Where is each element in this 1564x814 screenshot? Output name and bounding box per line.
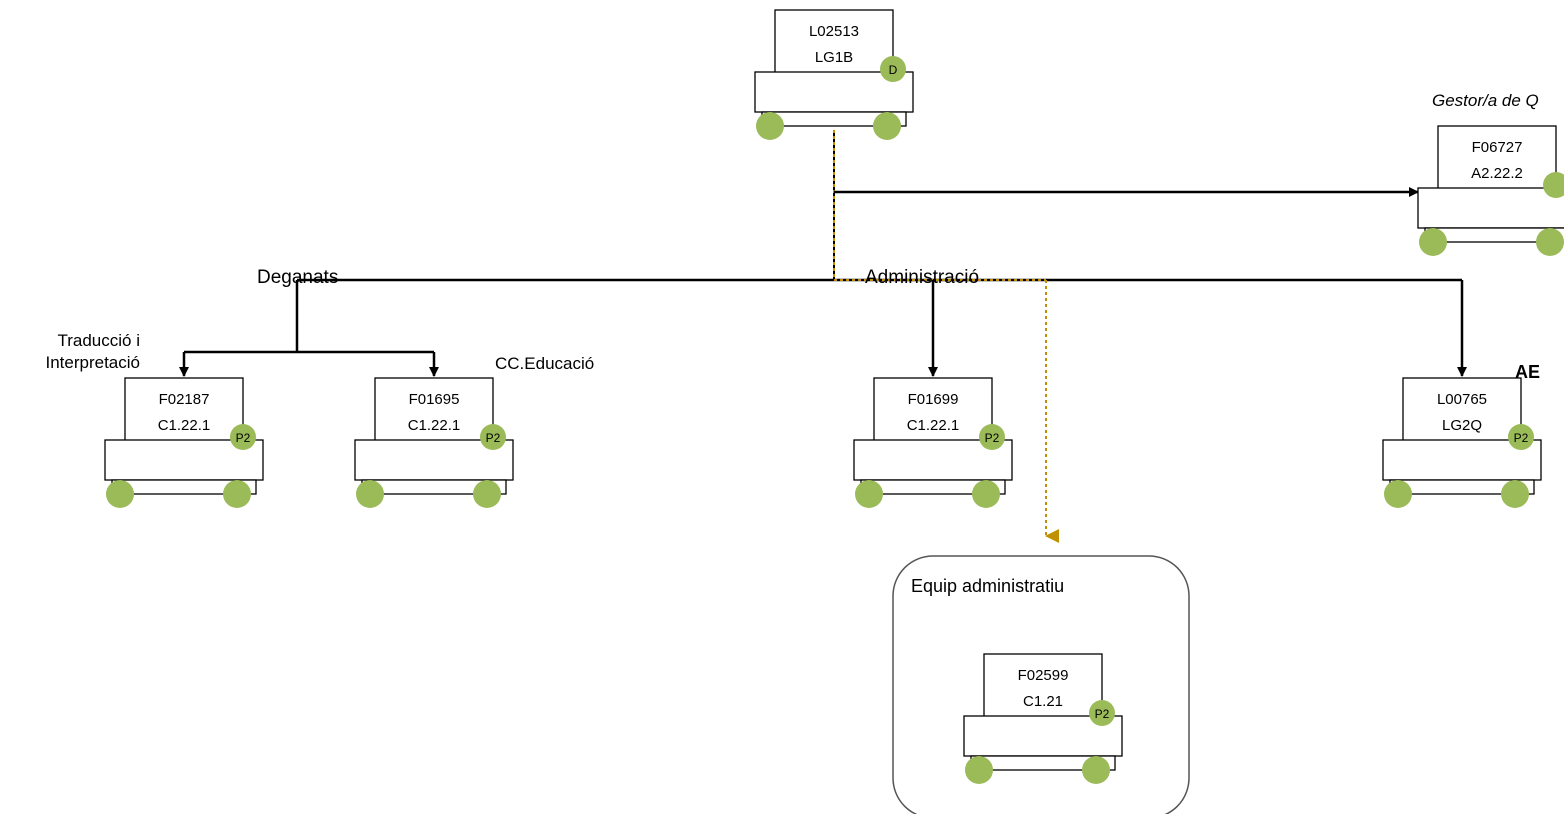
node-left-circle-ae [1384,480,1412,508]
label-gestor: Gestor/a de Q [1432,91,1539,110]
node-left-circle-trad [106,480,134,508]
label-traduccio-line1: Traducció i [57,331,140,350]
connectors [179,130,1467,543]
node-card-equip [983,653,1103,719]
node-badge-educ: P2 [486,431,501,445]
node-grade-equip: C1.21 [1023,693,1063,710]
node-card-ae [1402,377,1522,443]
node-badge-circle-educ [480,424,506,450]
node-right-circle-trad [223,480,251,508]
node-left-circle-educ [356,480,384,508]
equip-container [892,555,1190,814]
node-code-trad: F02187 [159,391,210,408]
node-code-gestor: F06727 [1472,139,1523,156]
node-left-circle-root [756,112,784,140]
node-badge-circle-trad [230,424,256,450]
node-tray-gestor [1417,187,1564,229]
node-badge-circle-equip [1089,700,1115,726]
label-ae: AE [1515,362,1541,382]
node-right-circle-admin [972,480,1000,508]
node-badge-root: D [889,63,898,77]
node-card-root [774,9,894,75]
node-badge-admin: P2 [985,431,1000,445]
label-deganats: Deganats [257,267,339,288]
node-card-admin [873,377,993,443]
node-badge-circle-ae [1508,424,1534,450]
node-badge-circle-root [880,56,906,82]
node-badge-trad: P2 [236,431,251,445]
label-cc-educacio: CC.Educació [495,354,595,373]
node-code-equip: F02599 [1018,667,1069,684]
node-code-educ: F01695 [409,391,460,408]
node-grade-gestor: A2.22.2 [1471,165,1523,182]
node-right-circle-ae [1501,480,1529,508]
node-card-educ [374,377,494,443]
node-badge-circle-gestor [1543,172,1564,198]
node-left-circle-admin [855,480,883,508]
node-left-circle-gestor [1419,228,1447,256]
node-code-root: L02513 [809,23,859,40]
label-traduccio: Traducció i Interpretació [0,330,141,374]
node-badge-equip: P2 [1095,707,1110,721]
node-right-circle-educ [473,480,501,508]
node-grade-trad: C1.22.1 [158,417,211,434]
label-administracio: Administració [865,267,980,288]
node-code-admin: F01699 [908,391,959,408]
node-code-ae: L00765 [1437,391,1487,408]
node-badge-circle-admin [979,424,1005,450]
node-right-circle-root [873,112,901,140]
node-grade-ae: LG2Q [1442,417,1482,434]
label-traduccio-line2: Interpretació [45,353,141,372]
node-card-gestor [1437,125,1557,191]
node-grade-educ: C1.22.1 [408,417,461,434]
label-equip-administratiu: Equip administratiu [911,576,1065,596]
node-grade-root: LG1B [815,49,853,66]
node-left-circle-equip [965,756,993,784]
node-grade-admin: C1.22.1 [907,417,960,434]
node-badge-ae: P2 [1514,431,1529,445]
node-right-circle-gestor [1536,228,1564,256]
node-right-circle-equip [1082,756,1110,784]
